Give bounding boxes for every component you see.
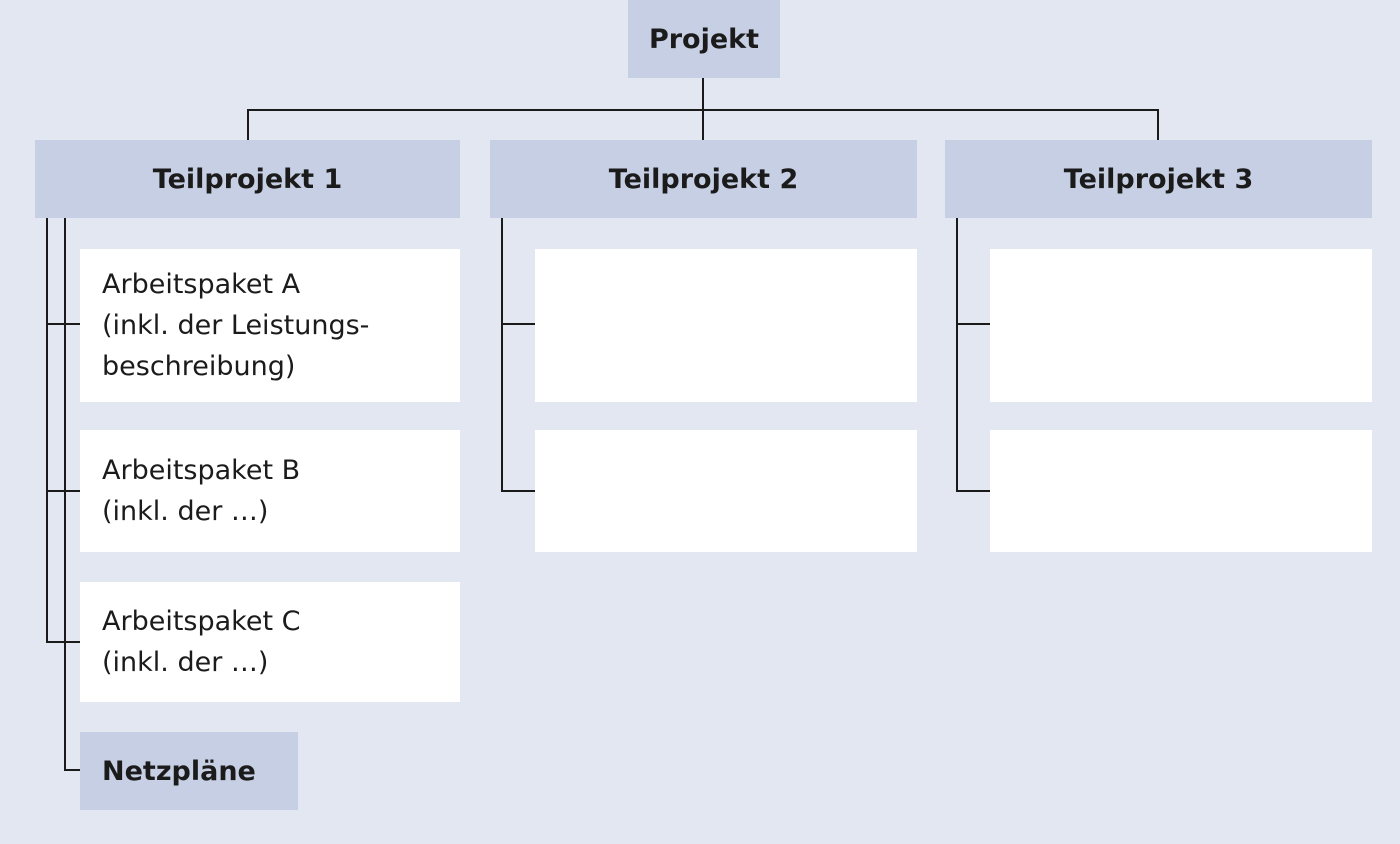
work-package-text: Arbeitspaket B (inkl. der …) [102, 455, 301, 527]
connector-drop-1 [247, 109, 249, 140]
connector-drop-2 [702, 109, 704, 140]
connector-col1-branch-a [46, 323, 80, 325]
subproject-node-1: Teilprojekt 1 [35, 140, 460, 218]
work-package-text: Arbeitspaket C (inkl. der …) [102, 606, 301, 678]
work-package-text: Arbeitspaket A (inkl. der Leistungs- bes… [102, 269, 370, 382]
work-package-a: Arbeitspaket A (inkl. der Leistungs- bes… [80, 249, 460, 402]
root-node: Projekt [628, 0, 780, 78]
subproject-node-3: Teilprojekt 3 [945, 140, 1372, 218]
connector-drop-3 [1157, 109, 1159, 140]
work-package-empty [990, 430, 1372, 552]
connector-col3-branch-2 [956, 490, 990, 492]
connector-col2-vertical [501, 218, 503, 492]
subproject-node-label: Teilprojekt 1 [152, 163, 343, 195]
connector-col1-branch-b [46, 490, 80, 492]
connector-col2-branch-2 [501, 490, 535, 492]
connector-col1-branch-c [46, 641, 80, 643]
work-package-b: Arbeitspaket B (inkl. der …) [80, 430, 460, 552]
subproject-node-2: Teilprojekt 2 [490, 140, 917, 218]
connector-root-stem [702, 78, 704, 110]
work-package-c: Arbeitspaket C (inkl. der …) [80, 582, 460, 702]
network-plans-label: Netzpläne [102, 755, 256, 787]
connector-col1-vertical-inner [64, 218, 66, 771]
network-plans-node: Netzpläne [80, 732, 298, 810]
work-package-empty [535, 249, 917, 402]
connector-col1-vertical-outer [46, 218, 48, 643]
work-package-empty [990, 249, 1372, 402]
connector-col3-vertical [956, 218, 958, 492]
subproject-node-label: Teilprojekt 2 [608, 163, 799, 195]
connector-col3-branch-1 [956, 323, 990, 325]
root-node-label: Projekt [648, 23, 760, 55]
subproject-node-label: Teilprojekt 3 [1063, 163, 1254, 195]
work-package-empty [535, 430, 917, 552]
connector-col2-branch-1 [501, 323, 535, 325]
connector-col1-branch-network [64, 769, 80, 771]
